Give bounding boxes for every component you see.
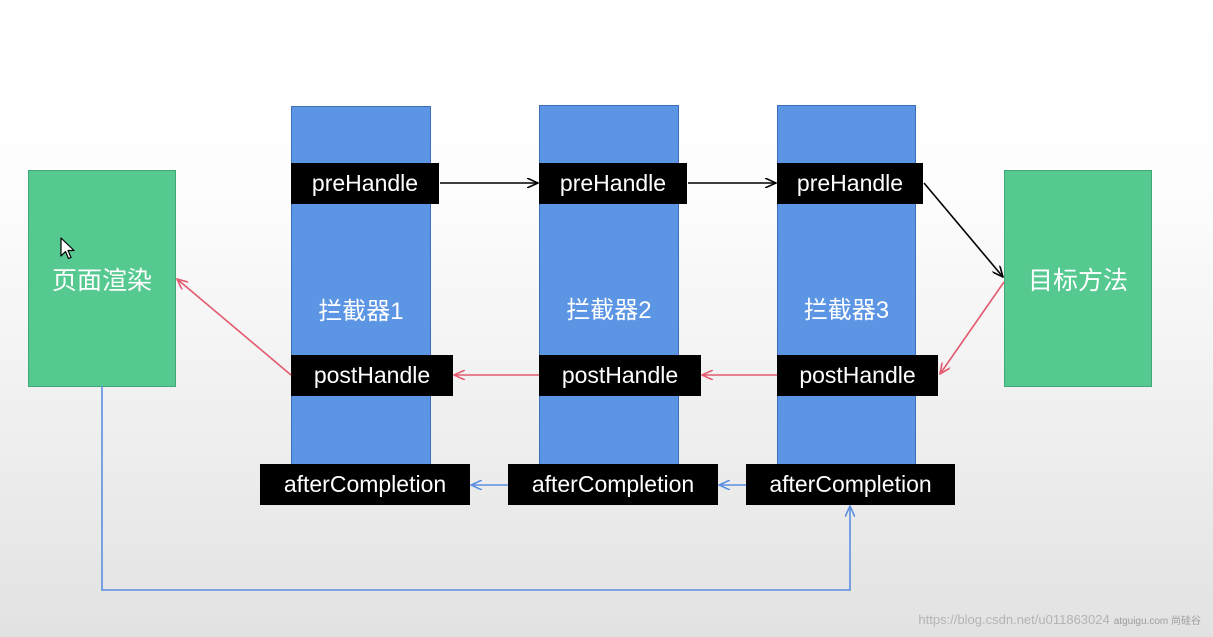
arrow-pre-3-to-target bbox=[923, 182, 1003, 277]
target-method-box: 目标方法 bbox=[1004, 170, 1152, 387]
aftercompletion-tag-1: afterCompletion bbox=[260, 464, 470, 505]
interceptor-label-1: 拦截器1 bbox=[318, 298, 404, 325]
watermark-url: https://blog.csdn.net/u011863024 bbox=[918, 612, 1110, 627]
watermark-brand: atguigu.com 尚硅谷 bbox=[1113, 616, 1201, 627]
interceptor-label-3: 拦截器3 bbox=[803, 297, 890, 324]
interceptor-label-2: 拦截器2 bbox=[566, 297, 652, 324]
page-render-label: 页面渲染 bbox=[51, 266, 152, 295]
prehandle-tag-3: preHandle bbox=[777, 163, 923, 204]
arrow-post-1-to-render bbox=[177, 279, 292, 376]
prehandle-tag-2: preHandle bbox=[539, 163, 687, 204]
arrow-render-to-after-3 bbox=[101, 386, 850, 591]
posthandle-tag-2: postHandle bbox=[539, 355, 701, 396]
aftercompletion-tag-3: afterCompletion bbox=[746, 464, 955, 505]
posthandle-tag-3: postHandle bbox=[777, 355, 938, 396]
arrow-target-to-post-3 bbox=[940, 281, 1005, 374]
posthandle-tag-1: postHandle bbox=[291, 355, 453, 396]
target-method-label: 目标方法 bbox=[1027, 266, 1128, 295]
page-render-box: 页面渲染 bbox=[28, 170, 176, 387]
mouse-cursor-icon bbox=[60, 237, 75, 260]
prehandle-tag-1: preHandle bbox=[291, 163, 439, 204]
aftercompletion-tag-2: afterCompletion bbox=[508, 464, 718, 505]
